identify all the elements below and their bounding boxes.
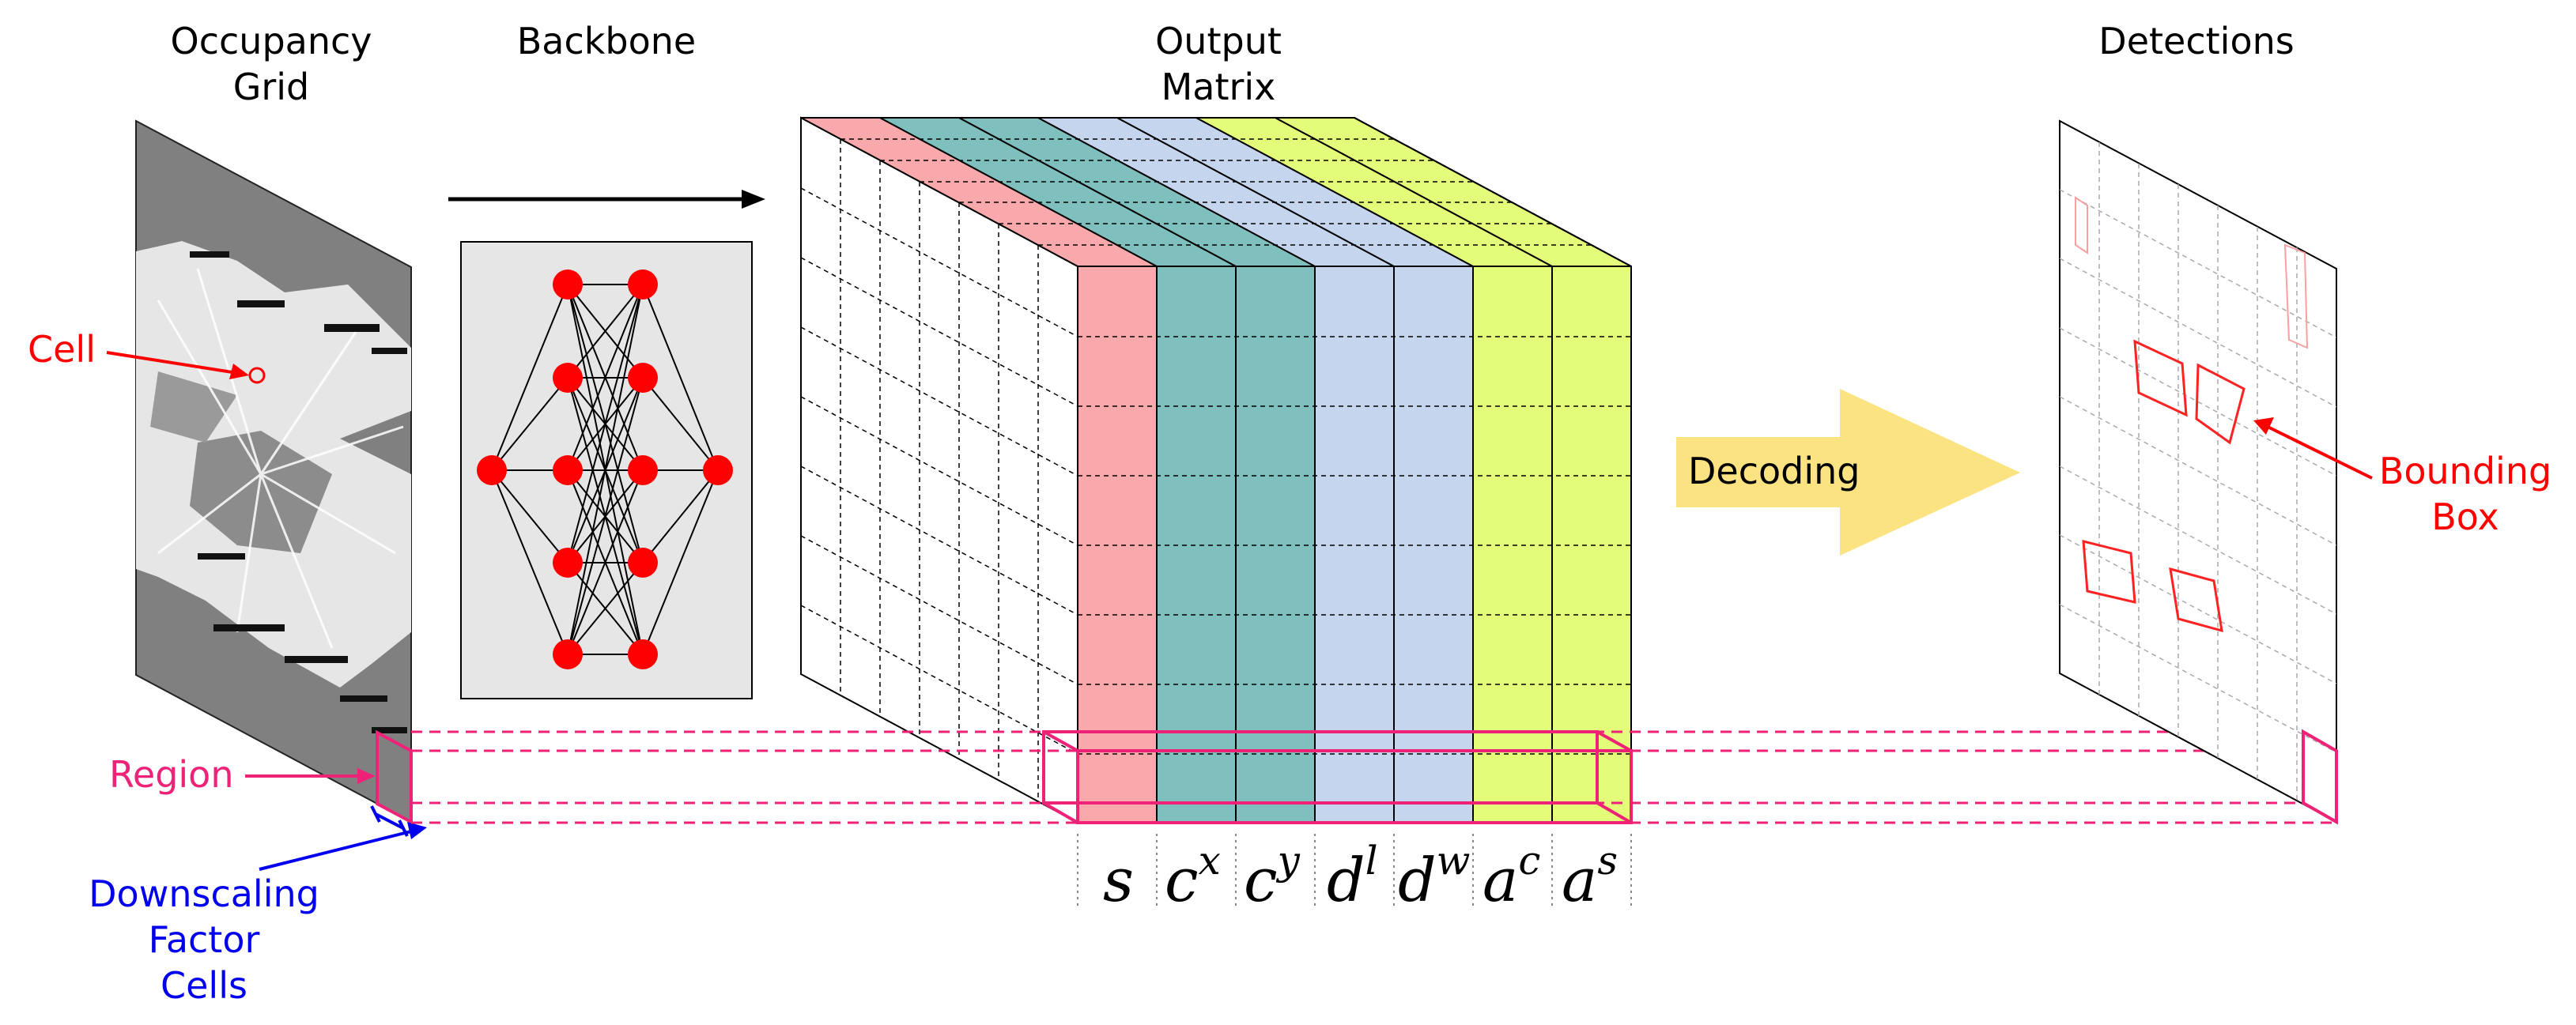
occupancy-grid-title-line1: Occupancy bbox=[171, 20, 372, 62]
bounding-box-label-line1: Bounding bbox=[2379, 450, 2551, 492]
backbone-title: Backbone bbox=[517, 20, 696, 62]
cell-arrow bbox=[106, 351, 238, 375]
cell-marker bbox=[248, 367, 266, 384]
region-projection-lines bbox=[411, 730, 2336, 824]
channel-label-dl: dl bbox=[1327, 838, 1378, 915]
region-label: Region bbox=[109, 753, 233, 796]
occupancy-grid-panel bbox=[135, 119, 413, 837]
detections-grid bbox=[2059, 119, 2338, 825]
channel-label-as: as bbox=[1562, 838, 1618, 915]
bounding-box-2 bbox=[2195, 363, 2246, 445]
output-matrix-title-line2: Matrix bbox=[1161, 66, 1276, 108]
decoding-label: Decoding bbox=[1688, 450, 1860, 492]
channel-label-dw: dw bbox=[1398, 838, 1470, 915]
channel-label-cx: cx bbox=[1165, 838, 1221, 915]
bounding-box-4 bbox=[2169, 567, 2223, 633]
channel-labels: s cx cy dl dw ac as bbox=[1077, 834, 1632, 915]
detection-region-box bbox=[2302, 729, 2338, 825]
output-matrix-title-line1: Output bbox=[1155, 20, 1282, 62]
channel-label-ac: ac bbox=[1483, 838, 1540, 915]
downscaling-label-line2: Factor bbox=[149, 918, 260, 961]
downscaling-label-line3: Cells bbox=[161, 964, 247, 1007]
cell-label: Cell bbox=[28, 328, 96, 371]
neural-network-icon bbox=[460, 241, 753, 699]
detections-title: Detections bbox=[2098, 20, 2294, 62]
bounding-box-label-line2: Box bbox=[2431, 496, 2499, 538]
bounding-box-1 bbox=[2133, 339, 2188, 417]
output-matrix-cube bbox=[800, 116, 1633, 824]
bounding-box-3 bbox=[2082, 540, 2136, 604]
channel-label-s: s bbox=[1103, 845, 1134, 915]
channel-label-cy: cy bbox=[1244, 838, 1301, 915]
downscaling-label-line1: Downscaling bbox=[89, 872, 319, 915]
occupancy-grid-title-line2: Grid bbox=[233, 66, 310, 108]
decoding-arrow-icon bbox=[1676, 389, 2020, 556]
